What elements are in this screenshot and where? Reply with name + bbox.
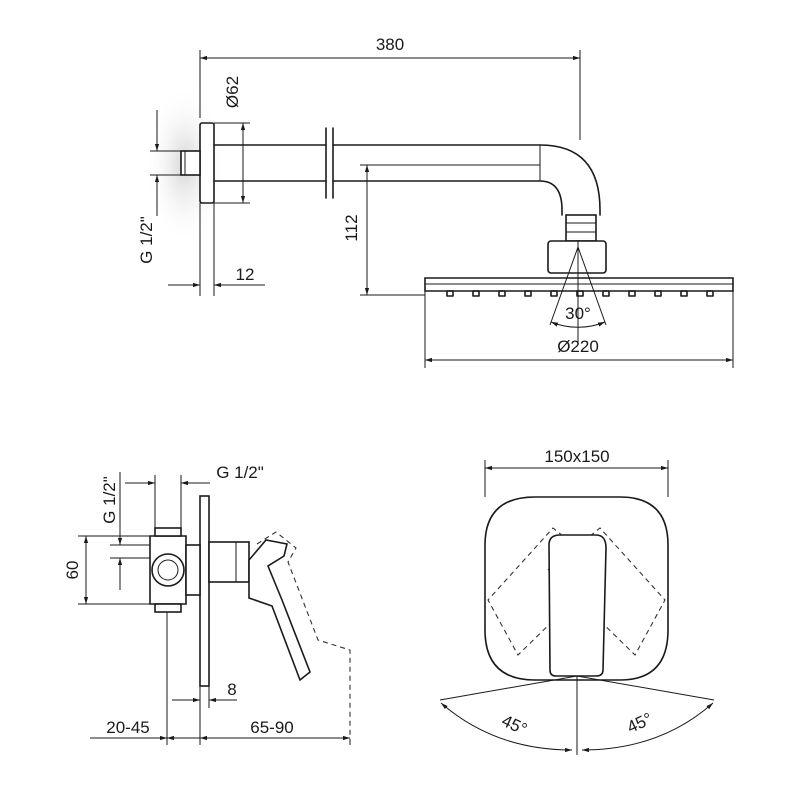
dim-150-label: 150x150 xyxy=(544,447,609,466)
dim-380-label: 380 xyxy=(376,35,404,54)
arm-pipe xyxy=(213,144,327,182)
swivel-joint xyxy=(565,214,597,242)
angle-right-arc xyxy=(581,702,714,753)
mixer-lever xyxy=(248,539,311,682)
dim-thread-label: G 1/2" xyxy=(137,216,156,264)
dim-20-45-label: 20-45 xyxy=(106,718,149,737)
lever-raised-position xyxy=(256,531,351,740)
angle-30-label: 30° xyxy=(565,304,591,323)
dim-62-label: Ø62 xyxy=(223,76,242,108)
arm-bend xyxy=(332,144,601,216)
head-hub xyxy=(547,240,607,274)
dim-112-label: 112 xyxy=(342,214,361,241)
thread-connector xyxy=(180,150,201,176)
cartridge-cover xyxy=(208,541,250,583)
wall-flange xyxy=(199,122,215,204)
shower-nozzles xyxy=(446,290,714,297)
mixer-side-view: G 1/2" G 1/2" 60 8 20-45 65-90 xyxy=(63,463,351,745)
dim-thread-side-label: G 1/2" xyxy=(100,476,119,524)
angle-left-label: 45° xyxy=(499,711,530,739)
lever-rotated-left xyxy=(487,527,606,656)
dim-65-90-label: 65-90 xyxy=(250,718,293,737)
dim-8-label: 8 xyxy=(227,680,236,699)
dim-220-label: Ø220 xyxy=(557,337,599,356)
angle-right-label: 45° xyxy=(624,709,655,737)
lever-front xyxy=(548,534,607,677)
dim-thread-top-label: G 1/2" xyxy=(216,463,264,482)
dim-12-label: 12 xyxy=(236,265,255,284)
wall-plate xyxy=(199,495,210,687)
shower-arm-view: 380 Ø62 G 1/2" 12 112 30° Ø220 xyxy=(137,35,734,368)
lever-rotated-right xyxy=(547,527,666,656)
dim-60-label: 60 xyxy=(63,561,82,580)
angle-left-arc xyxy=(440,702,573,753)
angle-30-arc xyxy=(550,321,606,328)
inlet-port xyxy=(151,553,185,587)
mixer-front-view: 150x150 45° 45° xyxy=(439,447,715,755)
